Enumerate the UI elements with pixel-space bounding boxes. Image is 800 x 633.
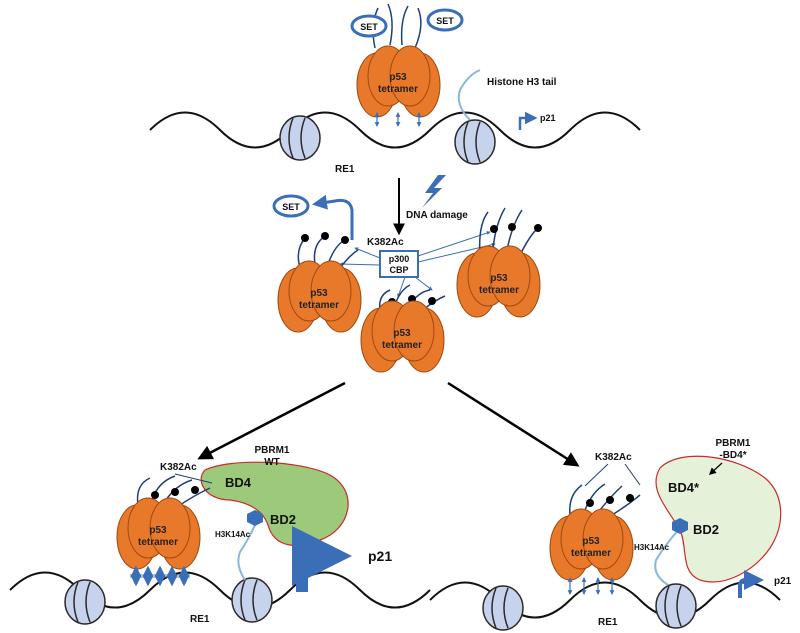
p53-label: p53 [490, 273, 508, 284]
binding-arrows [374, 112, 422, 127]
set-label: SET [282, 202, 300, 212]
histone-h3-tail [457, 69, 481, 121]
set-protein [272, 194, 310, 218]
nucleosome [454, 119, 496, 165]
p21-arrow [518, 111, 538, 130]
p53-label: tetramer [382, 340, 422, 351]
h3k14ac-label: H3K14Ac [215, 530, 251, 539]
p53-label: p53 [389, 72, 407, 83]
set-release-arrow [312, 194, 354, 240]
set-protein-right [426, 8, 464, 32]
re1-label: RE1 [190, 614, 210, 625]
dna-strand [149, 111, 641, 149]
p53-tetramer: p53 tetramer [360, 284, 446, 373]
bd4-label: BD4 [225, 475, 252, 490]
nucleosome [231, 577, 273, 623]
h3k14ac-mark [247, 510, 263, 526]
pbrm1-genotype-label: WT [264, 457, 280, 468]
pbrm1-genotype-label: -BD4* [719, 450, 746, 461]
k382ac-label: K382Ac [160, 462, 197, 473]
branch-arrow-left [197, 381, 346, 460]
bottom-left-panel: RE1 BD4 BD2 PBRM1 WT K382Ac H3K14Ac [9, 445, 431, 625]
p53-label: p53 [310, 288, 328, 299]
middle-panel: SET K382Ac p300 CBP [272, 194, 542, 373]
histone-tail [654, 527, 681, 586]
h3k14ac-mark [672, 518, 688, 534]
p53-tetramer: p53 tetramer [456, 207, 542, 318]
p300-cbp-box [379, 250, 419, 278]
p53-label: tetramer [299, 300, 339, 311]
bottom-right-panel: RE1 BD4* BD2 PBRM1 -BD4* K382Ac H3K14Ac [429, 438, 792, 631]
p53-label: tetramer [138, 537, 178, 548]
nucleosome [482, 585, 524, 631]
histone-tail [237, 524, 256, 581]
p53-tetramer: p53 tetramer [549, 483, 641, 581]
histone-tail-label: Histone H3 tail [487, 77, 557, 88]
p53-tails [372, 3, 422, 49]
p53-label: p53 [582, 536, 600, 547]
k382ac-label: K382Ac [595, 452, 632, 463]
bd4-mutant-label: BD4* [668, 480, 700, 495]
re1-label: RE1 [598, 617, 618, 628]
nucleosome [279, 115, 321, 161]
bd2-label: BD2 [693, 522, 719, 537]
p53-label: tetramer [378, 84, 418, 95]
binding-arrows [130, 565, 190, 587]
pbrm1-label: PBRM1 [254, 445, 289, 456]
p300-label: p300 [389, 254, 410, 264]
p53-label: tetramer [571, 548, 611, 559]
p53-tetramer: p53 tetramer [356, 45, 441, 118]
binding-arrows [567, 577, 615, 595]
p53-tetramer: p53 tetramer [116, 475, 211, 570]
nucleosome [64, 579, 106, 625]
dna-damage-label: DNA damage [406, 210, 468, 221]
re1-label: RE1 [335, 164, 355, 175]
set-protein-left [350, 14, 388, 38]
k382ac-label: K382Ac [367, 237, 404, 248]
set-right-label: SET [436, 16, 454, 26]
pbrm1-label: PBRM1 [715, 438, 750, 449]
set-left-label: SET [360, 22, 378, 32]
cbp-label: CBP [389, 265, 408, 275]
p53-label: p53 [393, 328, 411, 339]
h3k14ac-label: H3K14Ac [634, 543, 670, 552]
dna-strand [429, 581, 781, 619]
branch-arrow-right [447, 381, 580, 467]
p21-arrow-weak [738, 570, 764, 598]
p21-label: p21 [368, 548, 392, 564]
top-panel: Histone H3 tail p21 RE1 SET SET p53 tetr… [149, 3, 641, 175]
p53-tetramer: p53 tetramer [277, 232, 362, 333]
pbrm1-bd4-mutant-protein [655, 455, 782, 583]
p21-arrow-strong [292, 526, 352, 592]
p53-label: tetramer [479, 285, 519, 296]
nucleosome [655, 583, 697, 629]
bd2-label: BD2 [270, 512, 296, 527]
p21-label: p21 [774, 576, 792, 587]
lightning-icon [422, 175, 446, 208]
p21-label: p21 [540, 113, 556, 123]
p53-label: p53 [149, 525, 167, 536]
